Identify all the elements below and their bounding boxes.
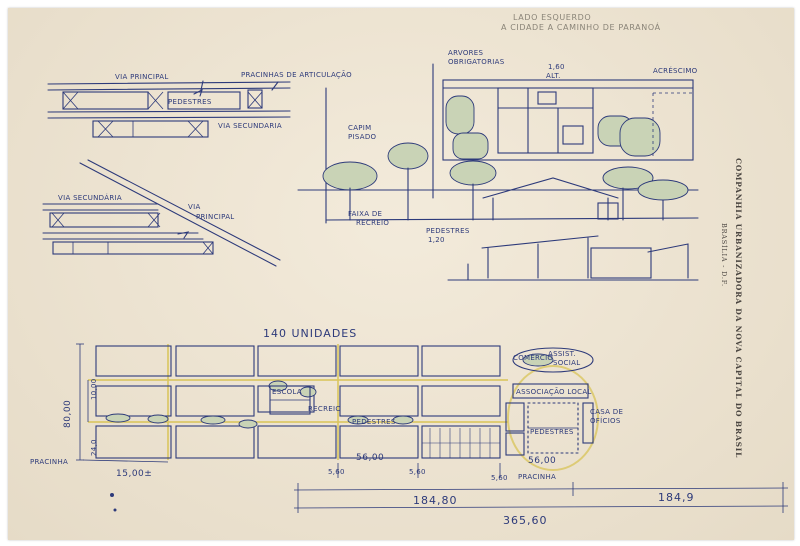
label-pracinhas-articulacao: PRACINHAS DE ARTICULAÇÃO [241,70,352,79]
label-pracinha-bottom: PRACINHA [518,473,556,481]
label-pracinha-left: PRACINHA [30,458,68,466]
company-stamp: COMPANHIA URBANIZADORA DA NOVA CAPITAL D… [734,158,743,458]
label-social: SOCIAL [553,359,580,367]
dim-10: 10,00 [90,378,98,400]
label-via-principal: VIA PRINCIPAL [115,73,169,81]
dim-80: 80,00 [63,400,73,428]
label-casa-1: CASA DE [590,408,623,416]
label-pedestres-site: PEDESTRES [352,418,396,426]
plan-diagonal: VIA SECUNDÁRIA VIA PRINCIPAL [42,159,281,267]
label-via-secundaria-diag: VIA SECUNDÁRIA [58,193,122,202]
label-obrigatorias: OBRIGATORIAS [448,58,505,66]
dim-5600-a: 56,00 [356,453,384,463]
architectural-sketch: LADO ESQUERDO A CIDADE A CAMINHO DE PARA… [30,13,789,527]
ink-spot [113,508,117,512]
label-faixa-2: RECREIO [356,219,389,227]
label-via-secundaria-top: VIA SECUNDARIA [218,122,282,130]
plan-top-left: VIA PRINCIPAL PRACINHAS DE ARTICULAÇÃO P… [47,70,352,138]
dimension-lines: 80,00 10,00 24,0 15,00± 5,60 56,00 5,60 … [63,343,789,527]
label-acrescimo: ACRÉSCIMO [653,66,698,75]
company-stamp-city: BRASÍLIA - D.F. [720,223,729,287]
street-section: CAPIM PISADO FAIXA DE RECREIO PEDESTRES … [297,124,699,281]
dim-5600-b: 56,00 [528,456,556,466]
label-arvores: ARVORES [448,49,484,57]
site-plan: 140 UNIDADES ESCOLA RECREIO PEDESTRES PE… [30,327,623,481]
dim-560-c: 5,60 [491,474,508,482]
pencil-note-line2: A CIDADE A CAMINHO DE PARANOÁ [501,21,661,32]
label-pedestres-site-2: PEDESTRES [530,428,574,436]
dim-560-a: 5,60 [328,468,345,476]
dim-36560: 365,60 [503,514,548,527]
label-width-section: 1,20 [428,236,445,244]
label-faixa-1: FAIXA DE [348,210,382,218]
label-alt: ALT. [546,72,561,80]
label-height: 1,60 [548,63,565,71]
dim-1500: 15,00± [116,469,152,479]
dim-560-b: 5,60 [409,468,426,476]
label-associacao: ASSOCIAÇÃO LOCAL [516,387,592,396]
label-recreio: RECREIO [308,405,341,413]
dim-18480: 184,80 [413,494,458,507]
drawing-sheet: LADO ESQUERDO A CIDADE A CAMINHO DE PARA… [8,8,794,540]
label-assist: ASSIST. [548,350,576,358]
label-pedestres-section: PEDESTRES [426,227,470,235]
pencil-note-line1: LADO ESQUERDO [513,13,591,22]
ink-spot [110,493,114,497]
label-principal-diag: PRINCIPAL [196,213,235,221]
label-casa-2: OFÍCIOS [590,416,621,425]
label-capim: CAPIM [348,124,372,132]
label-pedestres-top: PEDESTRES [168,98,212,106]
label-comercio: COMÉRCIO [513,353,553,362]
dim-24: 24,0 [90,439,98,456]
dim-1849: 184,9 [658,491,695,504]
label-escola: ESCOLA [272,388,302,396]
label-140-unidades: 140 UNIDADES [263,327,357,340]
label-pisado: PISADO [348,133,377,141]
label-via-diag: VIA [188,203,201,211]
house-plan: ARVORES OBRIGATORIAS 1,60 ALT. ACRÉSCIMO [325,49,698,224]
